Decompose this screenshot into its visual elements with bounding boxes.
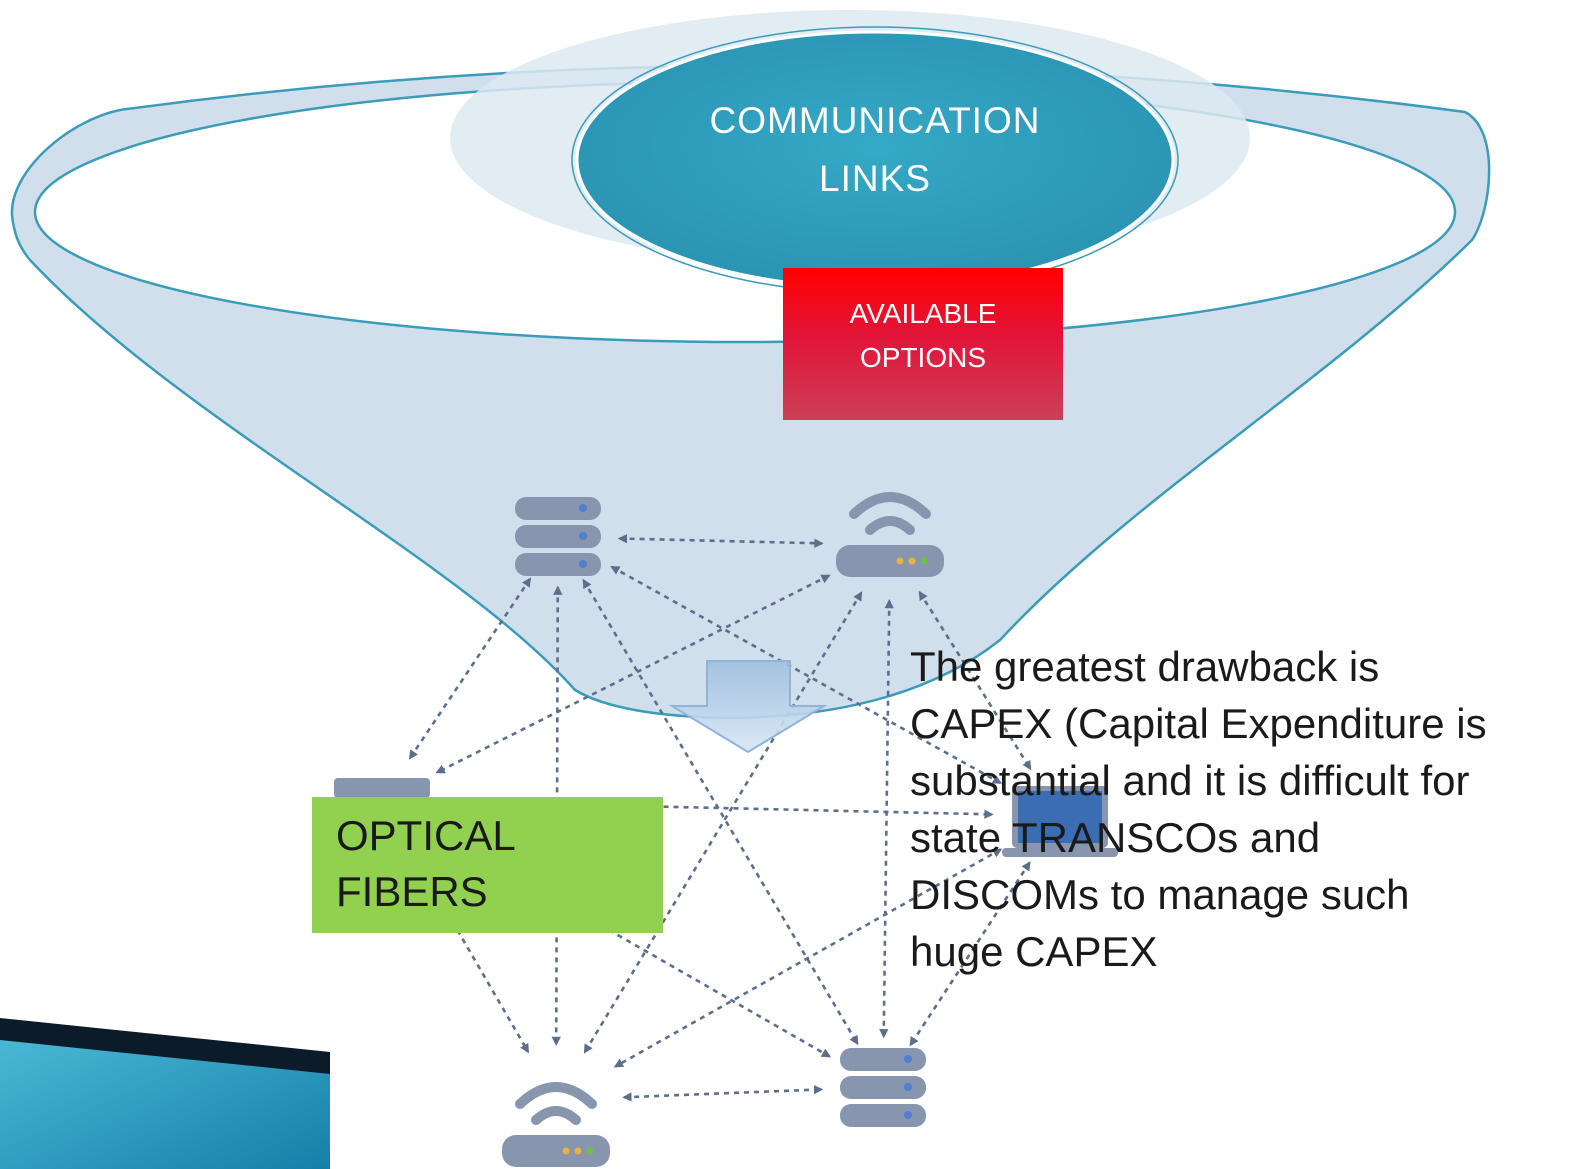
hub-title-line: COMMUNICATION xyxy=(709,100,1041,141)
options-box xyxy=(783,268,1063,420)
laptop-icon xyxy=(1002,786,1118,857)
wifi-router-icon xyxy=(502,1082,610,1167)
optical-fibers-box xyxy=(312,797,663,933)
hub-title-line: LINKS xyxy=(819,158,931,199)
server-icon xyxy=(515,497,601,576)
options-label: AVAILABLE OPTIONS xyxy=(783,292,1063,380)
wifi-router-icon xyxy=(836,492,944,577)
capex-note-line: DISCOMs to manage such xyxy=(910,871,1410,918)
network-nodes xyxy=(334,492,1118,1167)
optical-fibers-label: OPTICAL FIBERS xyxy=(336,808,656,920)
link-server-top-left-laptop-left xyxy=(408,577,532,760)
capex-note: The greatest drawback is CAPEX (Capital … xyxy=(910,638,1580,980)
capex-note-line: huge CAPEX xyxy=(910,928,1158,975)
capex-note-line: state TRANSCOs and xyxy=(910,814,1321,861)
laptop-icon xyxy=(334,778,430,798)
capex-note-line: substantial and it is difficult for xyxy=(910,757,1470,804)
capex-note-line: The greatest drawback is xyxy=(910,643,1380,690)
hub-title: COMMUNICATION LINKS xyxy=(600,92,1150,208)
options-label-line: AVAILABLE xyxy=(849,298,997,329)
link-router-top-right-laptop-right xyxy=(918,590,1032,771)
corner-accent xyxy=(0,1018,1587,1169)
options-label-line: OPTIONS xyxy=(859,342,986,373)
link-laptop-right-server-bottom-right xyxy=(909,861,1031,1047)
down-arrow-icon xyxy=(668,660,828,754)
capex-note-line: CAPEX (Capital Expenditure is xyxy=(910,700,1487,747)
network-links xyxy=(406,534,1032,1102)
server-icon xyxy=(840,1048,926,1127)
link-server-top-left-router-top-right xyxy=(617,534,824,548)
link-router-bottom-left-server-bottom-right xyxy=(622,1085,824,1102)
optical-fibers-label-line: FIBERS xyxy=(336,868,488,915)
optical-fibers-label-line: OPTICAL xyxy=(336,812,516,859)
